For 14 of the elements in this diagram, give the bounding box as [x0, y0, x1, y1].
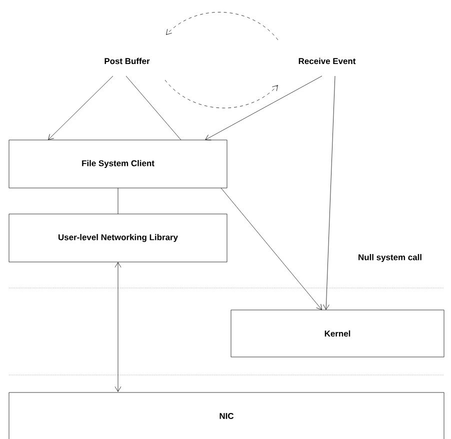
arrow	[220, 188, 322, 310]
process-box: NIC	[8, 392, 444, 439]
caption-text: Receive Event	[298, 58, 356, 64]
arrow	[48, 76, 114, 140]
edge-label: Null system call	[357, 253, 423, 263]
arrow	[205, 76, 322, 140]
process-box: File System Client	[8, 140, 228, 188]
process-box: Kernel	[230, 310, 444, 358]
arrow	[164, 80, 278, 108]
arrow	[114, 262, 122, 392]
arrow	[323, 76, 336, 310]
arrow	[166, 12, 278, 40]
caption-text: Post Buffer	[104, 58, 150, 64]
process-box: User-level Networking Library	[8, 214, 228, 262]
